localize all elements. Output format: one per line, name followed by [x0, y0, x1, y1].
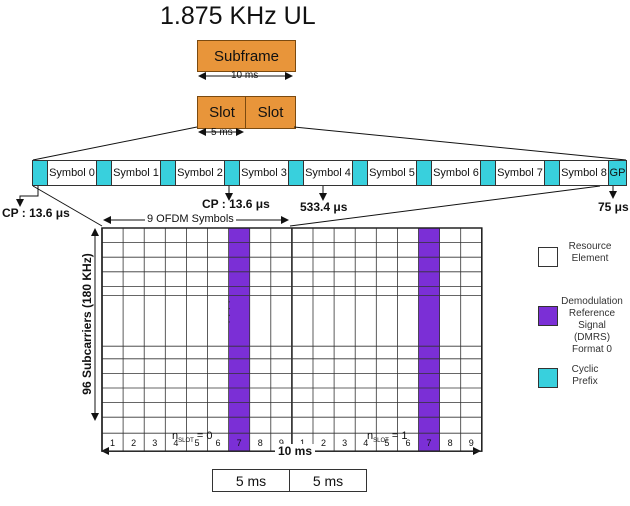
- legend-text-resource-element: Resource Element: [568, 241, 612, 264]
- column-number: 3: [342, 438, 347, 448]
- bottom-box-label: 5 ms: [312, 472, 344, 489]
- bottom-box-0: 5 ms: [212, 469, 290, 492]
- column-number: 5: [194, 438, 199, 448]
- diagram-title: 1.875 KHz UL: [160, 2, 316, 30]
- slot-value: = 0: [196, 430, 213, 442]
- column-number: 9: [279, 438, 284, 448]
- cp-cell: [353, 161, 368, 185]
- subframe-label: Subframe: [213, 47, 280, 65]
- cp-mid-label: CP : 13.6 μs: [202, 197, 270, 211]
- column-number: 9: [469, 438, 474, 448]
- column-number: 6: [216, 438, 221, 448]
- legend-swatch-cyclic-prefix: [538, 368, 558, 388]
- subframe-duration: 10 ms: [231, 70, 259, 81]
- symbol-label: Symbol 7: [497, 167, 543, 179]
- symbol-cell: Symbol 7: [496, 161, 545, 185]
- cp-cell: [417, 161, 432, 185]
- slot-label-0: Slot: [209, 104, 235, 121]
- symbol-label: Symbol 3: [241, 167, 287, 179]
- symbol-cell: Symbol 5: [368, 161, 417, 185]
- cp-cell: [33, 161, 48, 185]
- bottom-box-label: 5 ms: [235, 472, 267, 489]
- legend-swatch-resource-element: [538, 247, 558, 267]
- ofdm-symbols-label: 9 OFDM Symbols: [145, 213, 236, 225]
- symbol-cell: Symbol 1: [112, 161, 161, 185]
- symbol-label: Symbol 6: [433, 167, 479, 179]
- symbol-label: Symbol 5: [369, 167, 415, 179]
- symbol-label: Symbol 4: [305, 167, 351, 179]
- slot-n: n: [172, 430, 179, 442]
- symbol-label: Symbol 1: [113, 167, 159, 179]
- gp-duration-label: 75 μs: [598, 200, 629, 214]
- subframe-box: Subframe: [197, 40, 296, 72]
- column-number: 7: [427, 438, 432, 448]
- symbol-cell: Symbol 6: [432, 161, 481, 185]
- symbol-label: Symbol 0: [49, 167, 95, 179]
- cp-cell: [225, 161, 240, 185]
- column-number: 4: [173, 438, 178, 448]
- slot-box-1: Slot: [245, 96, 296, 129]
- column-number: 2: [321, 438, 326, 448]
- symbol-label: Symbol 2: [177, 167, 223, 179]
- symbol-row: Symbol 0 Symbol 1 Symbol 2 Symbol 3 Symb…: [32, 160, 627, 186]
- symbol-cell: Symbol 2: [176, 161, 225, 185]
- column-number: 3: [152, 438, 157, 448]
- cp-cell: [545, 161, 560, 185]
- gp-cell: GP: [609, 161, 626, 185]
- symbol-duration-label: 533.4 μs: [300, 200, 348, 214]
- slot-label-1: Slot: [257, 104, 284, 121]
- continuation-dots: · · · ·: [223, 300, 235, 324]
- slot-sub: SLOT: [373, 438, 389, 445]
- cp-cell: [289, 161, 304, 185]
- legend-text-cyclic-prefix: Cyclic Prefix: [571, 364, 599, 387]
- slot-sub: SLOT: [178, 438, 194, 445]
- cp-cell: [97, 161, 112, 185]
- cp-cell: [161, 161, 176, 185]
- legend-swatch-dmrs: [538, 306, 558, 326]
- column-number: 5: [384, 438, 389, 448]
- slot-value: = 1: [391, 430, 408, 442]
- cp-left-label: CP : 13.6 μs: [2, 206, 70, 220]
- symbol-cell: Symbol 3: [240, 161, 289, 185]
- column-number: 2: [131, 438, 136, 448]
- gp-label: GP: [609, 167, 626, 179]
- symbol-cell: Symbol 8: [560, 161, 609, 185]
- column-number: 1: [110, 438, 115, 448]
- column-number: 6: [405, 438, 410, 448]
- slot-index-label-1: nSLOT = 1: [367, 430, 407, 444]
- column-number: 8: [448, 438, 453, 448]
- column-number: 8: [258, 438, 263, 448]
- column-number: 7: [237, 438, 242, 448]
- bottom-box-1: 5 ms: [289, 469, 367, 492]
- symbol-label: Symbol 8: [561, 167, 607, 179]
- slot-duration: 5 ms: [211, 127, 233, 138]
- column-number: 1: [300, 438, 305, 448]
- column-number: 4: [363, 438, 368, 448]
- grid-duration-label: 10 ms: [275, 444, 316, 458]
- cp-cell: [481, 161, 496, 185]
- slot-n: n: [367, 430, 374, 442]
- slot-index-label-0: nSLOT = 0: [172, 430, 212, 444]
- dmrs-column: [228, 228, 250, 452]
- symbol-cell: Symbol 0: [48, 161, 97, 185]
- legend-text-dmrs: Demodulation Reference Signal (DMRS) For…: [561, 296, 623, 355]
- symbol-cell: Symbol 4: [304, 161, 353, 185]
- dmrs-column: [418, 228, 440, 452]
